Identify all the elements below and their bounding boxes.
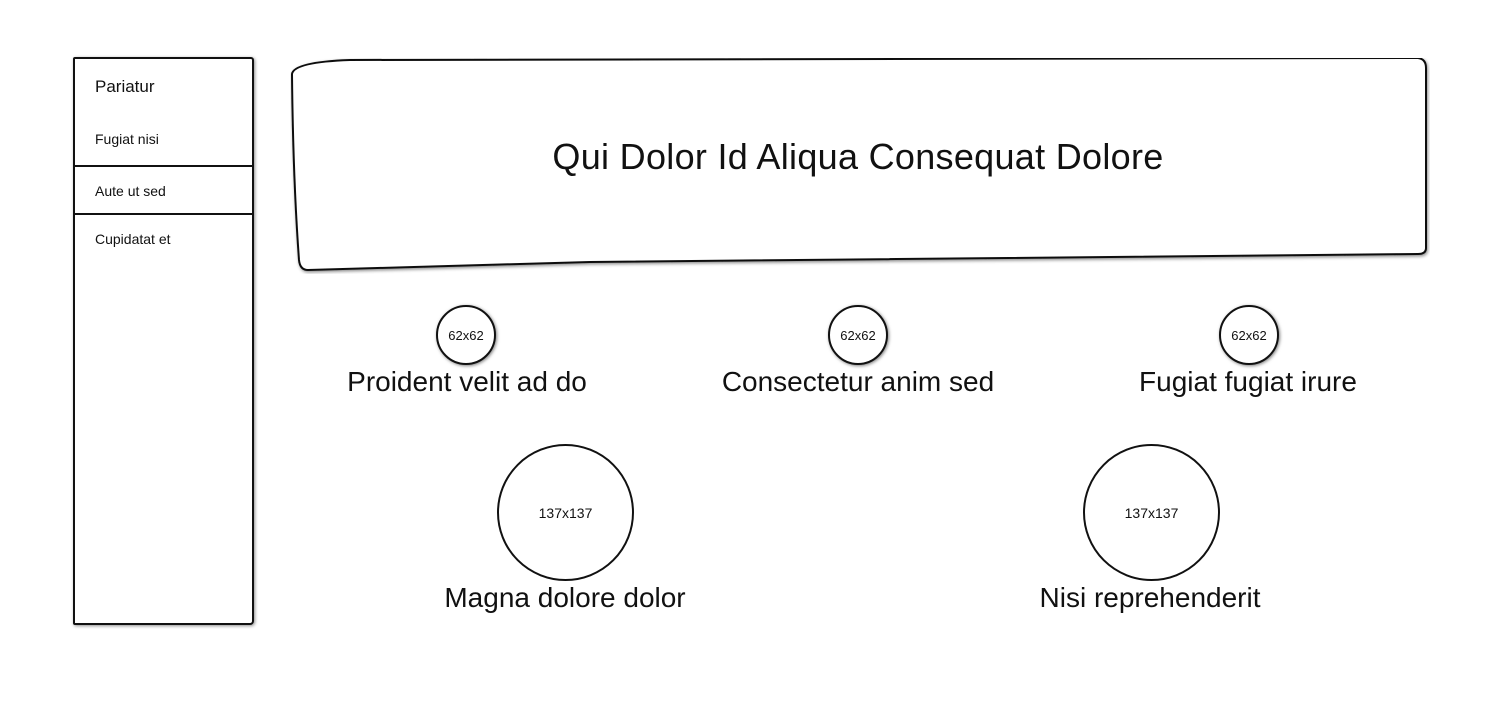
card-caption: Fugiat fugiat irure [1139, 366, 1357, 397]
image-placeholder: 137x137 [497, 444, 634, 581]
hero-frame [290, 58, 1427, 272]
sidebar-item-label: Cupidatat et [95, 231, 171, 247]
sidebar-item-label: Aute ut sed [95, 183, 166, 199]
image-placeholder: 62x62 [1219, 305, 1279, 365]
card-caption: Proident velit ad do [347, 366, 587, 397]
card-caption: Nisi reprehenderit [1039, 582, 1261, 613]
hero-title: Qui Dolor Id Aliqua Consequat Dolore [552, 136, 1164, 177]
sidebar-item-aute-ut-sed[interactable]: Aute ut sed [75, 165, 252, 215]
sidebar-title: Pariatur [95, 77, 155, 96]
hero-banner: Qui Dolor Id Aliqua Consequat Dolore [290, 58, 1427, 272]
sidebar: Pariatur Fugiat nisi Aute ut sed Cupidat… [73, 57, 254, 625]
card-caption: Magna dolore dolor [444, 582, 686, 613]
sidebar-item-fugiat-nisi[interactable]: Fugiat nisi [75, 115, 252, 165]
image-placeholder: 62x62 [436, 305, 496, 365]
sidebar-item-cupidatat-et[interactable]: Cupidatat et [75, 215, 252, 265]
sidebar-item-label: Fugiat nisi [95, 131, 159, 147]
image-placeholder: 62x62 [828, 305, 888, 365]
card-caption: Consectetur anim sed [721, 366, 995, 397]
image-placeholder: 137x137 [1083, 444, 1220, 581]
